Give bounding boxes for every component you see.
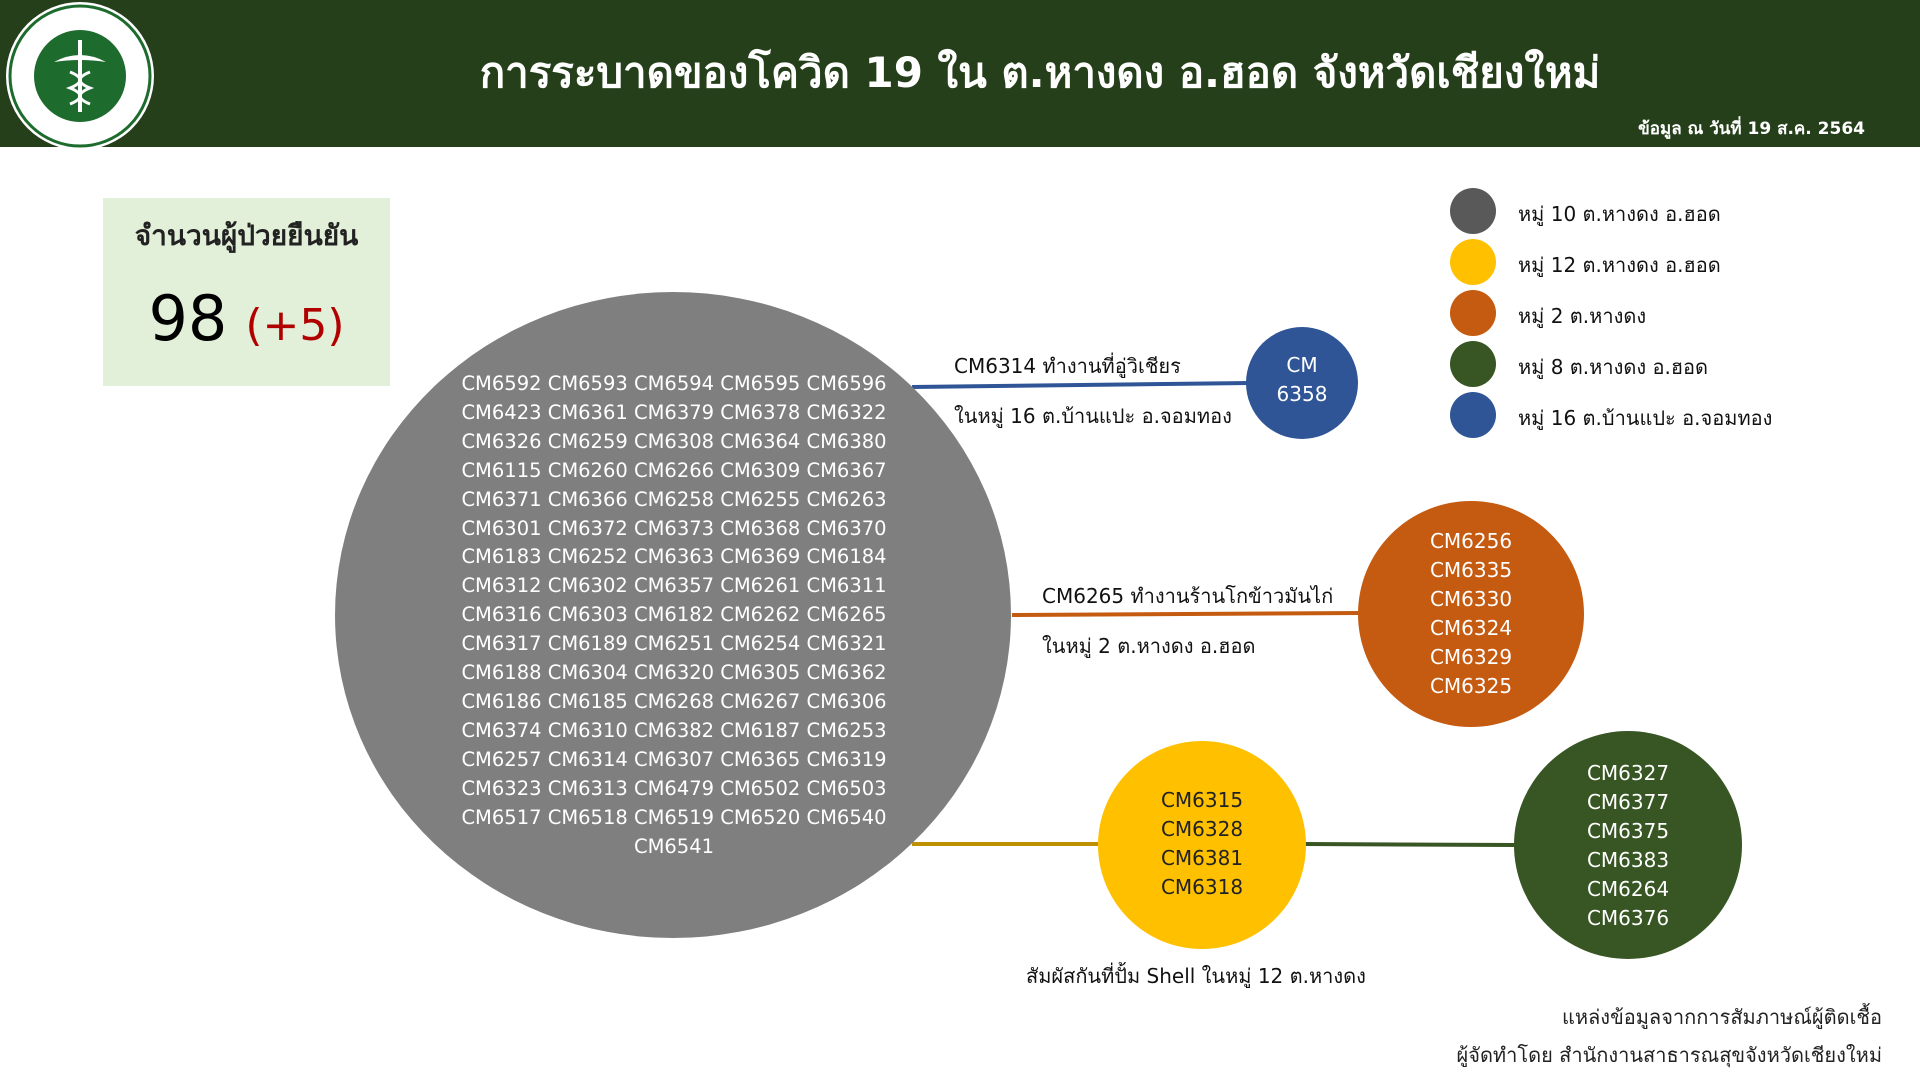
link-moo2-label-2: ในหมู่ 2 ต.หางดง อ.ฮอด xyxy=(1042,634,1256,658)
legend-label: หมู่ 16 ต.บ้านแปะ อ.จอมทอง xyxy=(1518,406,1773,430)
cluster-moo8-cases: CM6327 CM6377 CM6375 CM6383 CM6264 CM637… xyxy=(1586,761,1670,930)
legend-swatch xyxy=(1450,239,1496,285)
legend-swatch xyxy=(1450,341,1496,387)
legend-label: หมู่ 8 ต.หางดง อ.ฮอด xyxy=(1518,355,1709,379)
as-of-date: ข้อมูล ณ วันที่ 19 ส.ค. 2564 xyxy=(1638,119,1865,139)
cluster-moo12-circle xyxy=(1098,741,1306,949)
confirmed-count-label: จำนวนผู้ป่วยยืนยัน xyxy=(134,219,359,252)
legend-label: หมู่ 10 ต.หางดง อ.ฮอด xyxy=(1518,202,1721,226)
link-moo2-label-1: CM6265 ทำงานร้านโกข้าวมันไก่ xyxy=(1042,584,1334,608)
confirmed-count-delta: (+5) xyxy=(245,300,345,351)
cluster-moo16-circle xyxy=(1246,327,1358,439)
source-line-1: แหล่งข้อมูลจากการสัมภาษณ์ผู้ติดเชื้อ xyxy=(1561,1005,1882,1029)
link-moo16-label-1: CM6314 ทำงานที่อู่วิเชียร xyxy=(954,354,1181,378)
cluster-moo2-cases: CM6256 CM6335 CM6330 CM6324 CM6329 CM632… xyxy=(1429,529,1513,698)
source-note: แหล่งข้อมูลจากการสัมภาษณ์ผู้ติดเชื้อ ผู้… xyxy=(1457,998,1883,1074)
source-line-2: ผู้จัดทำโดย สำนักงานสาธารณสุขจังหวัดเชีย… xyxy=(1456,1043,1883,1067)
cluster-moo2-circle xyxy=(1358,501,1584,727)
page-title: การระบาดของโควิด 19 ใน ต.หางดง อ.ฮอด จัง… xyxy=(479,48,1601,97)
link-moo12-to-moo8 xyxy=(1304,842,1516,847)
legend-label: หมู่ 12 ต.หางดง อ.ฮอด xyxy=(1518,253,1721,277)
cluster-moo10-cases: CM6592 CM6593 CM6594 CM6595 CM6596 CM642… xyxy=(461,372,887,858)
link-moo16-label-2: ในหมู่ 16 ต.บ้านแปะ อ.จอมทอง xyxy=(954,404,1232,428)
cluster-moo10-circle xyxy=(335,292,1011,938)
cluster-moo8-circle xyxy=(1514,731,1742,959)
legend-swatch xyxy=(1450,188,1496,234)
legend-swatch xyxy=(1450,392,1496,438)
header-banner: การระบาดของโควิด 19 ใน ต.หางดง อ.ฮอด จัง… xyxy=(0,0,1920,150)
legend-swatch xyxy=(1450,290,1496,336)
confirmed-count-box: จำนวนผู้ป่วยยืนยัน 98 (+5) xyxy=(103,198,390,386)
confirmed-count-row: 98 (+5) xyxy=(103,282,390,355)
cluster-moo16-cases: CM 6358 xyxy=(1276,353,1328,406)
cluster-moo12-cases: CM6315 CM6328 CM6381 CM6318 xyxy=(1160,788,1244,899)
legend-label: หมู่ 2 ต.หางดง xyxy=(1518,304,1647,328)
confirmed-count-value: 98 xyxy=(148,282,228,355)
link-moo10-to-moo2 xyxy=(1011,611,1361,617)
link-moo12-label: สัมผัสกันที่ปั้ม Shell ในหมู่ 12 ต.หางดง xyxy=(1026,964,1366,988)
link-moo10-to-moo16 xyxy=(911,381,1251,389)
ministry-logo xyxy=(6,2,154,150)
